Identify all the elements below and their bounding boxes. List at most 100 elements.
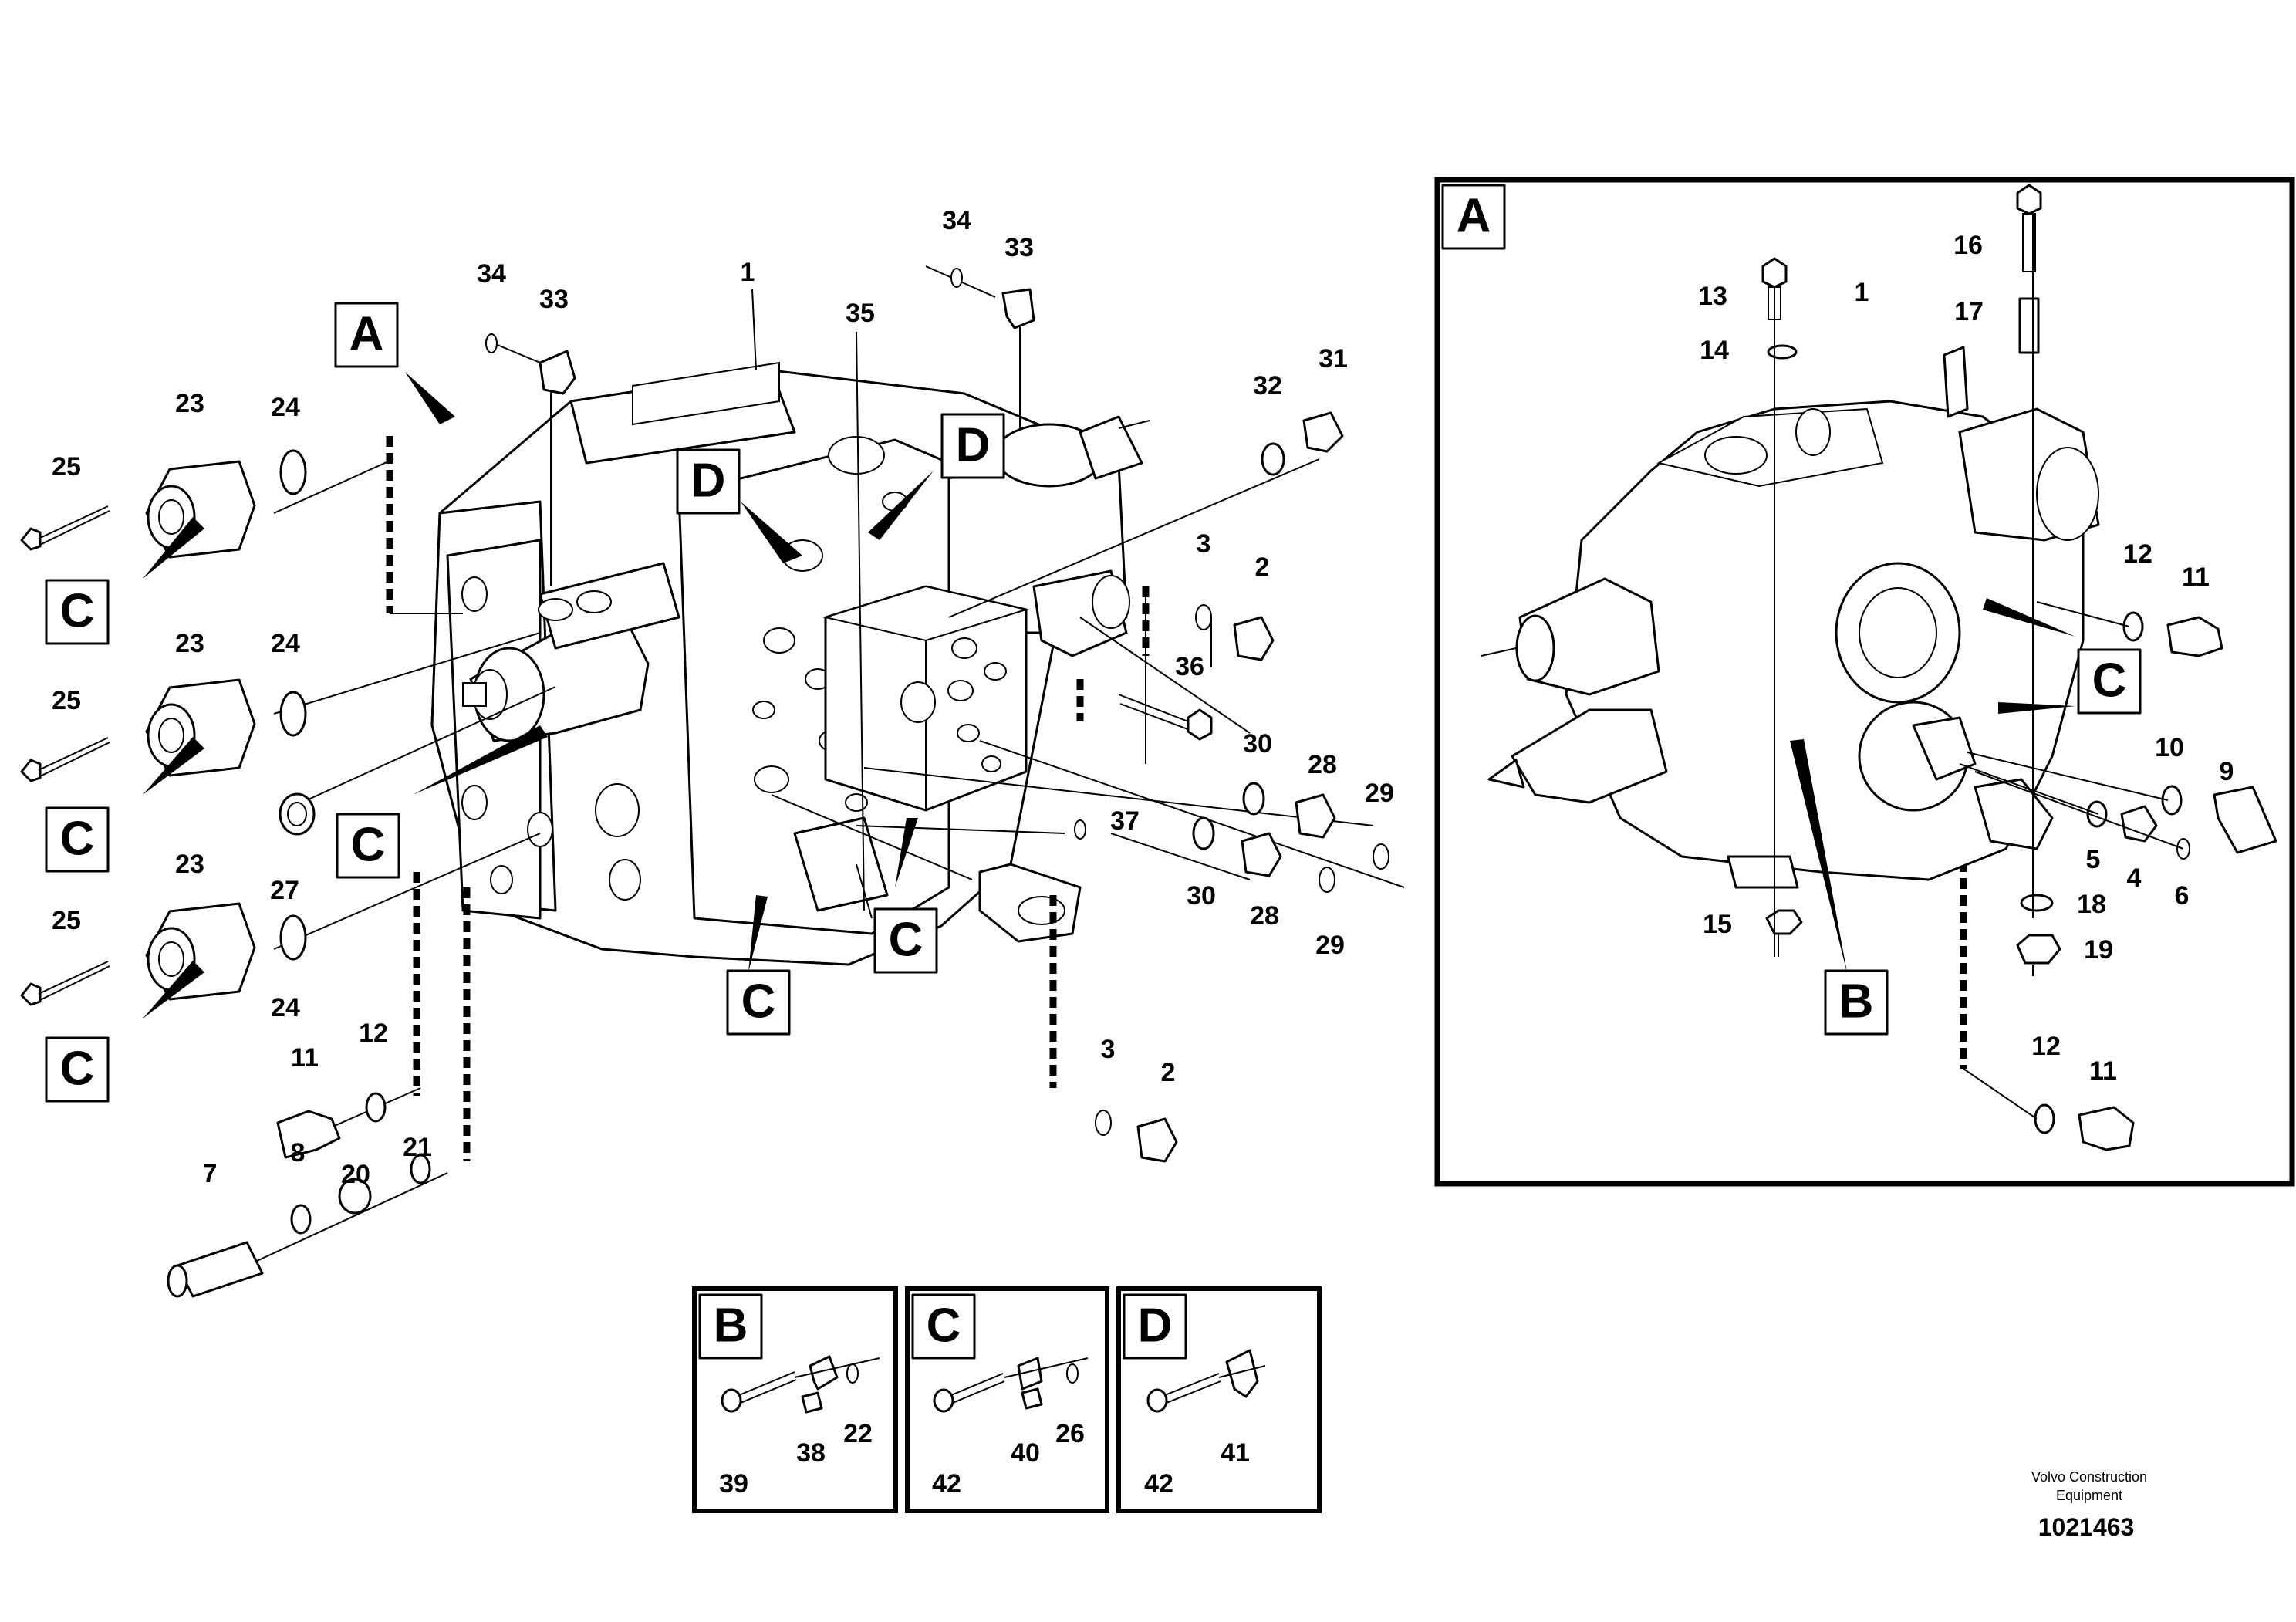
- label-15: 15: [1703, 910, 1732, 939]
- inset-D-frame: [1116, 1286, 1322, 1513]
- label-18: 18: [2077, 890, 2106, 919]
- label-6: 6: [2175, 881, 2190, 911]
- label-5: 5: [2086, 845, 2101, 874]
- label-14: 14: [1700, 336, 1729, 365]
- label-23: 23: [175, 850, 204, 879]
- label-32: 32: [1253, 371, 1282, 400]
- inset-D-parts: [1146, 1349, 1266, 1413]
- label-42: 42: [932, 1469, 961, 1499]
- inset-C-frame: [905, 1286, 1109, 1513]
- detail-A-assembly: [1481, 346, 2100, 889]
- callout-box-detailA-C1: C: [2077, 648, 2142, 715]
- label-2: 2: [1255, 552, 1270, 582]
- label-30: 30: [1187, 881, 1216, 911]
- label-34: 34: [942, 206, 971, 235]
- label-28: 28: [1308, 750, 1337, 779]
- svg-text:B: B: [1839, 975, 1874, 1028]
- label-1: 1: [1855, 278, 1869, 307]
- callout-box-main-C3: C: [45, 1036, 110, 1103]
- small-parts-main: [167, 268, 1389, 1298]
- part-number-labels: 34 33 1 35 34 33 32 31 3 2 36 23 24 25 2…: [52, 206, 2234, 1499]
- svg-text:C: C: [889, 913, 923, 966]
- label-11: 11: [291, 1043, 319, 1073]
- inset-B-parts: [721, 1355, 880, 1414]
- callout-box-inset-D: D: [1123, 1293, 1187, 1360]
- label-34: 34: [477, 259, 506, 289]
- main-valve-assembly: [430, 361, 1150, 966]
- callout-box-main-A: A: [334, 302, 399, 368]
- label-20: 20: [341, 1160, 370, 1189]
- svg-text:D: D: [691, 454, 726, 507]
- label-23: 23: [175, 629, 204, 658]
- inset-C-parts: [933, 1357, 1089, 1413]
- svg-text:C: C: [741, 975, 776, 1028]
- label-11: 11: [2182, 563, 2210, 592]
- label-4: 4: [2127, 863, 2142, 893]
- label-22: 22: [843, 1419, 873, 1448]
- main-leader-lines: [246, 265, 1405, 1266]
- label-24: 24: [271, 629, 300, 658]
- brand-line-2: Equipment: [2056, 1488, 2122, 1503]
- label-24: 24: [271, 993, 300, 1022]
- svg-text:C: C: [60, 812, 95, 865]
- label-27: 27: [270, 876, 299, 905]
- callout-box-detailA-title: A: [1441, 184, 1506, 250]
- label-29: 29: [1365, 779, 1394, 808]
- brand-line-1: Volvo Construction: [2031, 1469, 2147, 1485]
- label-17: 17: [1954, 297, 1984, 326]
- callout-box-inset-C: C: [911, 1293, 976, 1360]
- label-33: 33: [1004, 233, 1034, 262]
- footer-brand: Volvo Construction Equipment 1021463: [2031, 1469, 2147, 1541]
- callout-box-main-C6: C: [726, 969, 791, 1036]
- label-37: 37: [1110, 806, 1140, 836]
- svg-text:C: C: [60, 1042, 95, 1095]
- svg-text:D: D: [956, 418, 991, 471]
- label-25: 25: [52, 452, 81, 482]
- label-19: 19: [2084, 935, 2113, 965]
- svg-text:C: C: [927, 1299, 961, 1352]
- label-16: 16: [1953, 231, 1983, 260]
- label-30: 30: [1243, 729, 1272, 759]
- label-26: 26: [1055, 1419, 1085, 1448]
- detail-A-leader-lines: [1774, 214, 2184, 1120]
- label-25: 25: [52, 686, 81, 715]
- svg-text:A: A: [1457, 189, 1491, 242]
- callout-box-main-D2: D: [940, 413, 1005, 479]
- label-3: 3: [1197, 529, 1211, 559]
- label-8: 8: [291, 1138, 306, 1168]
- flange-set-1: [20, 449, 307, 559]
- label-38: 38: [796, 1438, 826, 1468]
- label-11: 11: [2089, 1056, 2117, 1086]
- svg-text:A: A: [349, 307, 384, 360]
- svg-text:D: D: [1138, 1299, 1173, 1352]
- label-12: 12: [2123, 539, 2152, 569]
- svg-text:C: C: [351, 818, 386, 871]
- flange-set-2: [20, 678, 307, 782]
- label-13: 13: [1698, 282, 1727, 311]
- document-number: 1021463: [2038, 1513, 2135, 1541]
- label-12: 12: [2031, 1032, 2061, 1061]
- label-28: 28: [1250, 901, 1279, 931]
- label-24: 24: [271, 393, 300, 422]
- label-12: 12: [359, 1019, 388, 1048]
- callout-box-main-C4: C: [336, 813, 400, 879]
- callout-box-main-D1: D: [676, 448, 741, 515]
- svg-text:C: C: [2092, 654, 2127, 707]
- label-29: 29: [1315, 931, 1345, 960]
- inset-B-frame: [692, 1286, 898, 1513]
- label-36: 36: [1175, 652, 1204, 681]
- label-1: 1: [741, 258, 755, 287]
- label-2: 2: [1161, 1058, 1176, 1087]
- label-31: 31: [1319, 344, 1348, 373]
- label-3: 3: [1101, 1035, 1116, 1064]
- label-7: 7: [203, 1159, 218, 1188]
- label-9: 9: [2220, 757, 2234, 786]
- label-35: 35: [846, 299, 875, 328]
- label-10: 10: [2155, 733, 2184, 762]
- label-42: 42: [1144, 1469, 1173, 1499]
- label-40: 40: [1011, 1438, 1040, 1468]
- callout-box-main-C2: C: [45, 806, 110, 873]
- detail-A-callout-arrows: [1790, 598, 2075, 976]
- svg-text:C: C: [60, 584, 95, 637]
